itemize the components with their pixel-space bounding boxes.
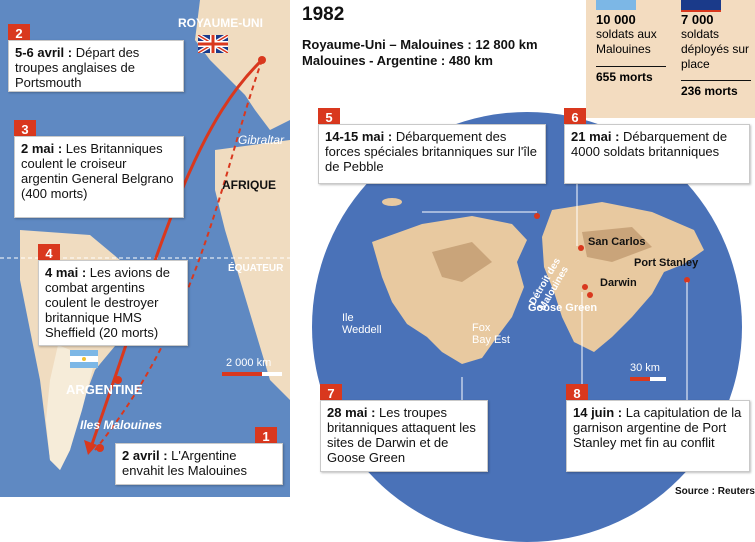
event-8-box: 14 juin : La capitulation de la garnison… [566,400,750,472]
event-3-text: Les Britanniques coulent le croiseur arg… [21,141,174,201]
event-2-box: 5-6 avril : Départ des troupes anglaises… [8,40,184,92]
event-6-date: 21 mai : [571,129,620,144]
event-6-number: 6 [564,108,586,127]
source-credit: Source : Reuters [674,486,755,497]
stat-divider-2 [681,80,751,81]
left-scale-label: 2 000 km [226,357,272,369]
event-1-text: L'Argentine envahit les Malouines [122,448,248,478]
event-1-box: 2 avril : L'Argentine envahit les Maloui… [115,443,283,485]
event-8-date: 14 juin : [573,405,623,420]
stat-argentina-soldiers-text: soldats aux Malouines [596,27,657,56]
distance-uk-malouines: Royaume-Uni – Malouines : 12 800 km [302,37,538,52]
event-2-number: 2 [8,24,30,43]
event-6-box: 21 mai : Débarquement de 4000 soldats br… [564,124,750,184]
label-gibraltar: Gibraltar [238,133,285,147]
argentina-flag-small-icon [596,0,636,10]
event-3-box: 2 mai : Les Britanniques coulent le croi… [14,136,184,218]
event-8-text: La capitulation de la garnison argentine… [573,405,742,450]
event-5-box: 14-15 mai : Débarquement des forces spéc… [318,124,546,184]
stat-uk-soldiers-text: soldats déployés sur place [681,27,750,71]
label-iles-malouines: Iles Malouines [80,418,163,432]
distance-malouines-argentine: Malouines - Argentine : 480 km [302,53,493,68]
event-4-text: Les avions de combat argentins coulent l… [45,265,171,340]
label-equateur: ÉQUATEUR [228,263,284,274]
stats-panel: 10 000 soldats aux Malouines 655 morts 7… [586,0,755,118]
event-7-text: Les troupes britanniques attaquent les s… [327,405,476,465]
label-ile-weddell: Ile Weddell [342,312,382,336]
label-argentine: ARGENTINE [66,382,143,397]
falklands-islands-shape [372,168,704,442]
stat-uk-soldiers-number: 7 000 [681,12,714,27]
event-2-text: Départ des troupes anglaises de Portsmou… [15,45,140,90]
event-3-number: 3 [14,120,36,139]
event-1-date: 2 avril : [122,448,168,463]
label-fox-bay: Fox Bay Est [472,322,510,346]
right-scale-label: 30 km [630,362,660,374]
stat-uk-deaths: 236 morts [681,84,738,98]
uk-flag-small-icon [681,0,721,12]
event-3-date: 2 mai : [21,141,63,156]
event-5-date: 14-15 mai : [325,129,393,144]
event-4-date: 4 mai : [45,265,87,280]
event-7-box: 28 mai : Les troupes britanniques attaqu… [320,400,488,472]
event-2-date: 5-6 avril : [15,45,73,60]
label-goose-green: Goose Green [528,302,598,314]
event-5-text: Débarquement des forces spéciales britan… [325,129,538,174]
year-title: 1982 [302,4,345,25]
stat-divider-1 [596,66,666,67]
label-afrique: AFRIQUE [222,178,276,192]
label-darwin: Darwin [600,277,637,289]
event-1-number: 1 [255,427,277,446]
event-4-box: 4 mai : Les avions de combat argentins c… [38,260,188,346]
event-4-number: 4 [38,244,60,263]
event-8-number: 8 [566,384,588,403]
stat-argentina-soldiers-number: 10 000 [596,12,636,27]
label-port-stanley: Port Stanley [634,257,699,269]
argentina-flag-icon [70,350,98,368]
event-7-date: 28 mai : [327,405,376,420]
event-7-number: 7 [320,384,342,403]
event-5-number: 5 [318,108,340,127]
uk-flag-icon [196,33,230,55]
event-6-text: Débarquement de 4000 soldats britannique… [571,129,728,159]
label-san-carlos: San Carlos [588,236,646,248]
label-royaume-uni: ROYAUME-UNI [178,16,263,30]
left-map: ROYAUME-UNI Gibraltar AFRIQUE ÉQUATEUR A… [0,0,290,497]
stat-argentina-deaths: 655 morts [596,70,653,84]
